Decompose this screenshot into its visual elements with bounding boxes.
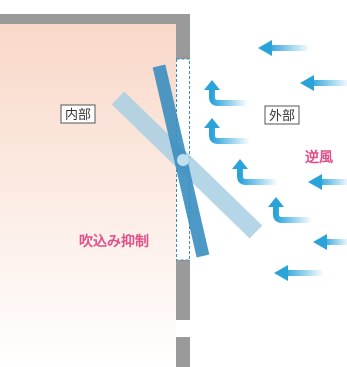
- outside-label: 外部: [269, 109, 295, 124]
- outside-label-box: [264, 105, 300, 125]
- wall-lower: [176, 260, 190, 320]
- interior-area: [0, 22, 176, 367]
- wind-arrow: [258, 40, 310, 56]
- inside-label: 内部: [65, 107, 91, 123]
- uturn-wind-arrows: [204, 80, 312, 223]
- wind-arrow: [308, 174, 347, 190]
- louver-pivot: [177, 154, 189, 166]
- straight-wind-arrows: [258, 40, 347, 281]
- ceiling-wall: [0, 14, 190, 24]
- uturn-arrow: [204, 118, 250, 144]
- wind-arrow: [300, 75, 347, 91]
- uturn-arrow: [232, 159, 278, 185]
- wall-bottom-segment: [176, 337, 190, 367]
- suppression-label: 吹込み抑制: [79, 233, 149, 250]
- wind-arrow: [313, 234, 347, 250]
- uturn-arrow: [204, 80, 248, 106]
- backwind-label: 逆風: [305, 149, 333, 166]
- wind-arrow: [274, 265, 324, 281]
- uturn-arrow: [268, 197, 312, 223]
- wall-upper: [176, 14, 190, 59]
- inside-label-box: [60, 104, 96, 124]
